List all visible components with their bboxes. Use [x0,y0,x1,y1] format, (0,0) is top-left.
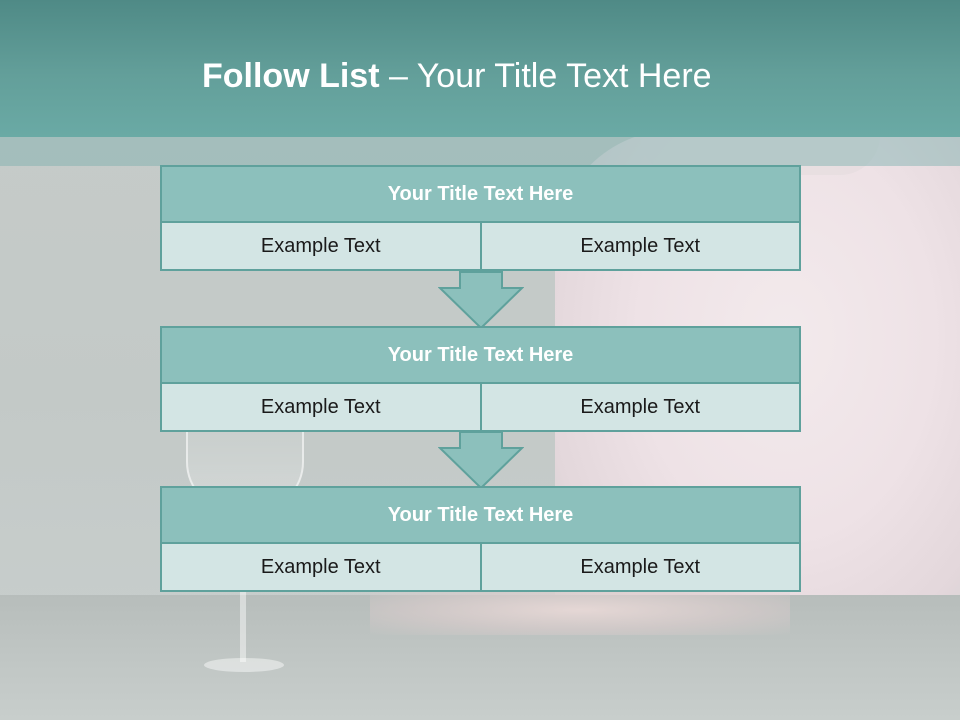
list-block-1: Your Title Text Here Example Text Exampl… [160,165,801,271]
block-cell[interactable]: Example Text [160,221,482,271]
block-title[interactable]: Your Title Text Here [160,165,801,223]
down-arrow-icon [438,431,524,490]
header-strip [0,137,960,166]
block-cell[interactable]: Example Text [481,382,801,432]
hands-figure [370,585,790,635]
block-row: Example Text Example Text [160,382,801,432]
title-bold: Follow List [202,57,380,95]
block-row: Example Text Example Text [160,221,801,271]
block-row: Example Text Example Text [160,542,801,592]
block-cell[interactable]: Example Text [160,542,482,592]
list-block-3: Your Title Text Here Example Text Exampl… [160,486,801,592]
block-cell[interactable]: Example Text [481,221,801,271]
block-title[interactable]: Your Title Text Here [160,326,801,384]
block-cell[interactable]: Example Text [481,542,801,592]
down-arrow-icon [438,271,524,330]
header-band [0,0,960,137]
block-cell[interactable]: Example Text [160,382,482,432]
title-rest: – Your Title Text Here [379,57,712,95]
page-title[interactable]: Follow List – Your Title Text Here [202,54,712,98]
block-title[interactable]: Your Title Text Here [160,486,801,544]
list-block-2: Your Title Text Here Example Text Exampl… [160,326,801,432]
